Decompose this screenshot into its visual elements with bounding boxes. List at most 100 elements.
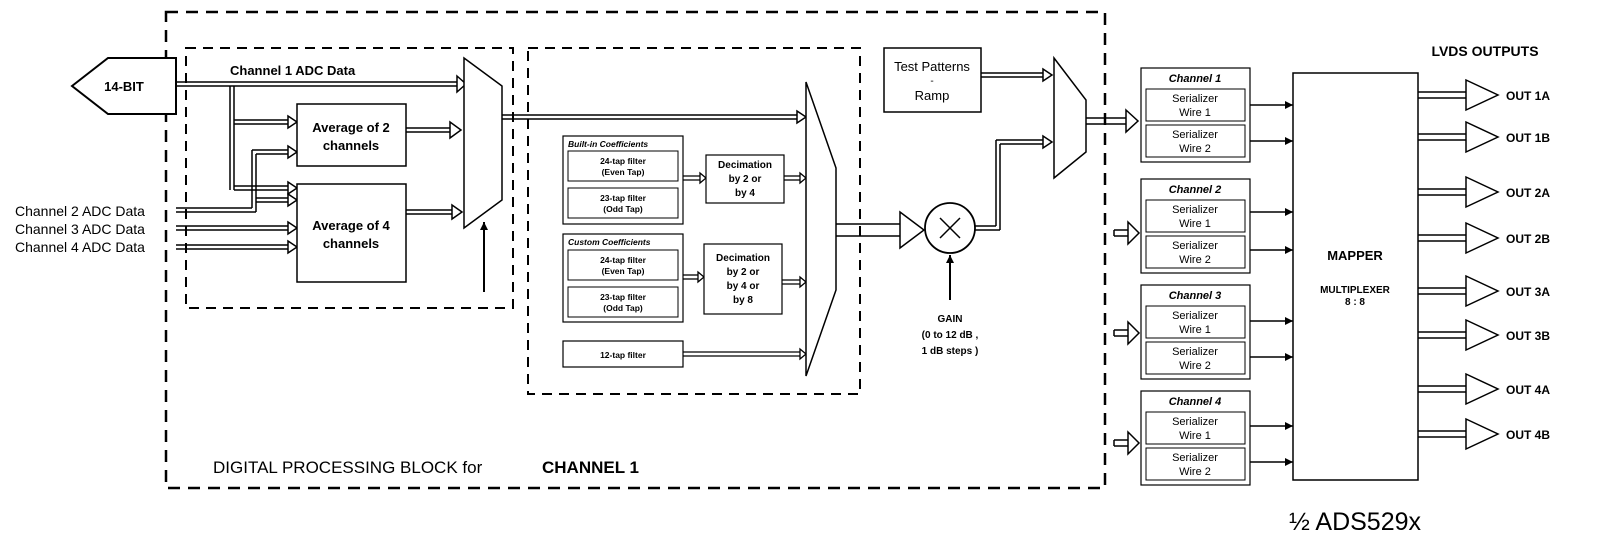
output-out-4b: OUT 4B (1418, 417, 1550, 451)
average-of-4-box (296, 183, 407, 283)
output-out-2a: OUT 2A (1418, 175, 1550, 209)
channel-2-group: Channel 2 Serializer Wire 1 Serializer W… (1140, 178, 1251, 274)
average-of-4-line1: Average of 4 (312, 218, 390, 233)
channel-2-ser2-line1: Serializer (1172, 240, 1218, 252)
channel-4-ser2-line2: Wire 2 (1179, 466, 1211, 478)
custom-dec-line3: by 4 or (727, 281, 760, 292)
custom-24tap-filter (567, 249, 679, 281)
out-1b-label: OUT 1B (1506, 131, 1550, 145)
ch2-input-arrow (1113, 220, 1141, 246)
averaging-subblock-boundary (185, 47, 514, 309)
channel-4-ser1-line1: Serializer (1172, 416, 1218, 428)
channel-1-title: Channel 1 (1169, 73, 1222, 85)
out-4b-label: OUT 4B (1506, 428, 1550, 442)
channel-4-group: Channel 4 Serializer Wire 1 Serializer W… (1140, 390, 1251, 486)
builtin-23tap-line1: 23-tap filter (600, 193, 647, 203)
test-patterns-box (883, 47, 982, 113)
channel-2-ser1-line2: Wire 1 (1179, 218, 1211, 230)
average-of-4-line2: channels (323, 236, 379, 251)
mux-3 (1053, 55, 1087, 180)
tap12-label: 12-tap filter (600, 350, 647, 360)
ch1-adc-data-label: Channel 1 ADC Data (230, 63, 356, 78)
channel-2-ser1-line1: Serializer (1172, 204, 1218, 216)
builtin-dec-line3: by 4 (735, 188, 755, 199)
channel-1-ser1-line1: Serializer (1172, 93, 1218, 105)
channel-2-ser2-line2: Wire 2 (1179, 254, 1211, 266)
block-label-prefix: DIGITAL PROCESSING BLOCK for (213, 458, 483, 477)
channel-1-ser1-line2: Wire 1 (1179, 107, 1211, 119)
builtin-24tap-line1: 24-tap filter (600, 156, 647, 166)
builtin-dec-line2: by 2 or (729, 174, 762, 185)
block-label-channel: CHANNEL 1 (542, 458, 639, 477)
builtin-title: Built-in Coefficients (568, 139, 648, 149)
channel-3-ser1-line2: Wire 1 (1179, 324, 1211, 336)
gain-line1: GAIN (938, 314, 963, 325)
average-of-2-box (296, 103, 407, 167)
mapper-sub2: 8 : 8 (1345, 297, 1365, 308)
mux-1 (463, 56, 503, 230)
channel-1-ser2-line1: Serializer (1172, 129, 1218, 141)
channel-1-ser2-line2: Wire 2 (1179, 143, 1211, 155)
builtin-23tap-filter (567, 187, 679, 219)
processing-block-boundary (164, 10, 1107, 490)
custom-decimation-box (703, 243, 783, 315)
tap12-filter-box (562, 340, 684, 368)
out-1a-label: OUT 1A (1506, 89, 1550, 103)
output-out-1b: OUT 1B (1418, 120, 1550, 154)
filter-subblock-boundary (527, 47, 861, 395)
output-out-1a: OUT 1A (1418, 78, 1550, 112)
ch3-input-arrow (1113, 320, 1141, 346)
custom-dec-line1: Decimation (716, 253, 770, 264)
lvds-outputs-title: LVDS OUTPUTS (1431, 43, 1538, 59)
out-4a-label: OUT 4A (1506, 383, 1550, 397)
channel-2-title: Channel 2 (1169, 184, 1222, 196)
channel-4-ser2-line1: Serializer (1172, 452, 1218, 464)
channel-3-group: Channel 3 Serializer Wire 1 Serializer W… (1140, 284, 1251, 380)
serializer-to-mapper-arrows (1250, 101, 1293, 466)
out-3b-label: OUT 3B (1506, 329, 1550, 343)
ch4-input-arrow (1113, 430, 1141, 456)
mapper-title: MAPPER (1327, 248, 1383, 263)
output-out-3b: OUT 3B (1418, 318, 1550, 352)
builtin-decimation-box (705, 154, 785, 204)
output-out-3a: OUT 3A (1418, 274, 1550, 308)
test-line1: Test Patterns (894, 59, 970, 74)
out-2b-label: OUT 2B (1506, 232, 1550, 246)
custom-23tap-line1: 23-tap filter (600, 292, 647, 302)
mux-2 (805, 81, 837, 377)
builtin-dec-line1: Decimation (718, 160, 772, 171)
device-name: ½ ADS529x (1289, 508, 1422, 536)
builtin-24tap-line2: (Even Tap) (602, 167, 645, 177)
channel-3-ser2-line1: Serializer (1172, 346, 1218, 358)
channel-3-ser2-line2: Wire 2 (1179, 360, 1211, 372)
builtin-24tap-filter (567, 150, 679, 182)
custom-dec-line4: by 8 (733, 295, 753, 306)
input-14bit-label: 14-BIT (104, 79, 144, 94)
custom-24tap-line2: (Even Tap) (602, 266, 645, 276)
ch3-adc-data-label: Channel 3 ADC Data (15, 221, 145, 237)
gain-line3: 1 dB steps ) (922, 346, 979, 357)
custom-dec-line2: by 2 or (727, 267, 760, 278)
channel-4-ser1-line2: Wire 1 (1179, 430, 1211, 442)
output-out-4a: OUT 4A (1418, 372, 1550, 406)
ch4-adc-data-label: Channel 4 ADC Data (15, 239, 145, 255)
mapper-sub1: MULTIPLEXER (1320, 285, 1391, 296)
gain-line2: (0 to 12 dB , (922, 330, 979, 341)
custom-23tap-filter (567, 286, 679, 318)
ch2-adc-data-label: Channel 2 ADC Data (15, 203, 145, 219)
custom-24tap-line1: 24-tap filter (600, 255, 647, 265)
test-line3: Ramp (915, 88, 950, 103)
test-line2: - (930, 76, 933, 87)
average-of-2-line1: Average of 2 (312, 120, 390, 135)
channel-3-title: Channel 3 (1169, 290, 1222, 302)
out-2a-label: OUT 2A (1506, 186, 1550, 200)
average-of-2-line2: channels (323, 138, 379, 153)
custom-title: Custom Coefficients (568, 237, 651, 247)
channel-3-ser1-line1: Serializer (1172, 310, 1218, 322)
out-3a-label: OUT 3A (1506, 285, 1550, 299)
channel-1-group: Channel 1 Serializer Wire 1 Serializer W… (1140, 67, 1251, 163)
channel-4-title: Channel 4 (1169, 396, 1222, 408)
custom-23tap-line2: (Odd Tap) (603, 303, 643, 313)
mapper-box (1292, 72, 1419, 481)
